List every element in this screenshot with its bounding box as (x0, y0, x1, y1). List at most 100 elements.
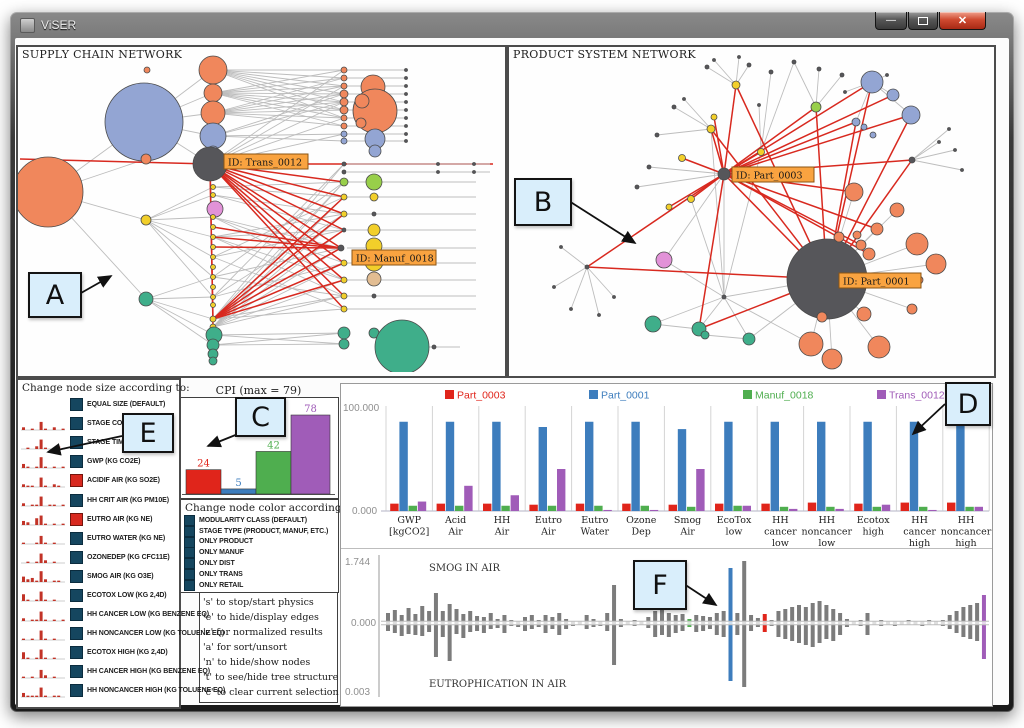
network-node[interactable] (559, 245, 563, 249)
network-node[interactable] (687, 195, 695, 203)
network-node[interactable] (198, 55, 228, 85)
network-node[interactable] (860, 70, 884, 94)
network-node[interactable] (472, 170, 476, 174)
network-node[interactable] (851, 117, 861, 127)
checkbox[interactable] (70, 398, 83, 412)
checkbox[interactable] (184, 514, 195, 526)
network-node[interactable] (768, 69, 774, 75)
network-node[interactable] (810, 101, 822, 113)
network-node[interactable] (404, 108, 408, 112)
network-node[interactable] (340, 193, 348, 201)
network-node[interactable] (355, 117, 367, 129)
node-size-option[interactable]: ECOTOX HIGH (KG 2,4D) (18, 643, 179, 662)
network-node[interactable] (203, 83, 223, 103)
network-node[interactable] (208, 356, 218, 366)
network-node[interactable] (678, 154, 686, 162)
network-node[interactable] (138, 291, 154, 307)
checkbox[interactable] (184, 558, 195, 570)
network-node[interactable] (340, 292, 348, 300)
network-node[interactable] (816, 311, 828, 323)
network-node[interactable] (140, 153, 152, 165)
node-size-option[interactable]: HH NONCANCER LOW (KG TOLUENE EQ) (18, 624, 224, 643)
node-size-option[interactable]: SMOG AIR (KG O3E) (18, 567, 179, 586)
network-node[interactable] (143, 66, 151, 74)
network-node[interactable] (852, 230, 862, 240)
network-node[interactable] (340, 276, 348, 284)
network-node[interactable] (901, 105, 921, 125)
checkbox[interactable] (70, 627, 83, 641)
network-node[interactable] (757, 148, 765, 156)
checkbox[interactable] (184, 547, 195, 559)
network-node[interactable] (906, 303, 918, 315)
network-node[interactable] (210, 184, 216, 190)
network-node[interactable] (612, 295, 616, 299)
network-node[interactable] (371, 211, 377, 217)
node-color-option[interactable]: MODULARITY CLASS (DEFAULT) (181, 514, 338, 526)
network-node[interactable] (839, 72, 845, 78)
network-node[interactable] (340, 137, 348, 145)
network-node[interactable] (210, 214, 216, 220)
minimize-button[interactable]: — (875, 12, 907, 30)
node-size-option[interactable]: GWP (KG CO2E) (18, 452, 179, 471)
network-node[interactable] (798, 331, 824, 357)
network-node[interactable] (869, 131, 877, 139)
network-node[interactable] (371, 293, 377, 299)
network-node[interactable] (597, 313, 601, 317)
network-node[interactable] (367, 223, 381, 237)
network-node[interactable] (206, 200, 224, 218)
network-node[interactable] (737, 55, 741, 59)
node-size-option[interactable]: ACIDIF AIR (KG SO2E) (18, 471, 179, 490)
checkbox[interactable] (70, 455, 83, 469)
network-node[interactable] (682, 97, 686, 101)
node-size-option[interactable]: HH NONCANCER HIGH (KG TOLUENE EQ) (18, 681, 225, 700)
maximize-button[interactable] (908, 12, 938, 30)
close-button[interactable]: ✕ (939, 12, 986, 30)
checkbox[interactable] (70, 588, 83, 602)
checkbox[interactable] (70, 512, 83, 526)
network-node[interactable] (341, 227, 347, 233)
node-color-option[interactable]: ONLY PRODUCT (181, 536, 338, 548)
node-color-option[interactable]: ONLY RETAIL (181, 579, 338, 591)
checkbox[interactable] (184, 525, 195, 537)
network-node[interactable] (646, 164, 652, 170)
node-color-option[interactable]: ONLY DIST (181, 558, 338, 570)
network-node[interactable] (209, 315, 217, 323)
network-node[interactable] (816, 66, 822, 72)
checkbox[interactable] (70, 550, 83, 564)
network-node[interactable] (340, 130, 348, 138)
network-node[interactable] (369, 192, 379, 202)
checkbox[interactable] (184, 579, 195, 591)
network-node[interactable] (210, 274, 216, 280)
network-node[interactable] (706, 124, 716, 134)
network-node[interactable] (862, 247, 876, 261)
network-node[interactable] (404, 116, 408, 120)
node-size-option[interactable]: HH CANCER HIGH (KG BENZENE EQ) (18, 662, 210, 681)
network-node[interactable] (791, 59, 797, 65)
network-node[interactable] (140, 214, 152, 226)
network-node[interactable] (700, 330, 710, 340)
network-node[interactable] (365, 173, 383, 191)
network-node[interactable] (404, 132, 408, 136)
network-node[interactable] (341, 161, 347, 167)
network-node[interactable] (337, 326, 351, 340)
node-color-option[interactable]: STAGE TYPE (PRODUCT, MANUF, ETC.) (181, 525, 338, 537)
network-node[interactable] (856, 306, 872, 322)
title-bar[interactable]: ViSER — ✕ (10, 12, 1014, 38)
network-node[interactable] (671, 104, 677, 110)
network-node[interactable] (404, 76, 408, 80)
checkbox[interactable] (70, 608, 83, 622)
network-node[interactable] (655, 251, 673, 269)
network-node[interactable] (210, 302, 216, 308)
checkbox[interactable] (70, 646, 83, 660)
network-node[interactable] (634, 184, 640, 190)
network-node[interactable] (104, 82, 184, 162)
network-node[interactable] (354, 93, 370, 109)
node-size-option[interactable]: EUTRO WATER (KG NE) (18, 529, 179, 548)
node-size-option[interactable]: STAGE COST (18, 414, 179, 433)
network-node[interactable] (721, 294, 727, 300)
network-node[interactable] (908, 156, 916, 164)
network-node[interactable] (340, 114, 348, 122)
network-node[interactable] (340, 259, 348, 267)
checkbox[interactable] (70, 493, 83, 507)
checkbox[interactable] (70, 569, 83, 583)
